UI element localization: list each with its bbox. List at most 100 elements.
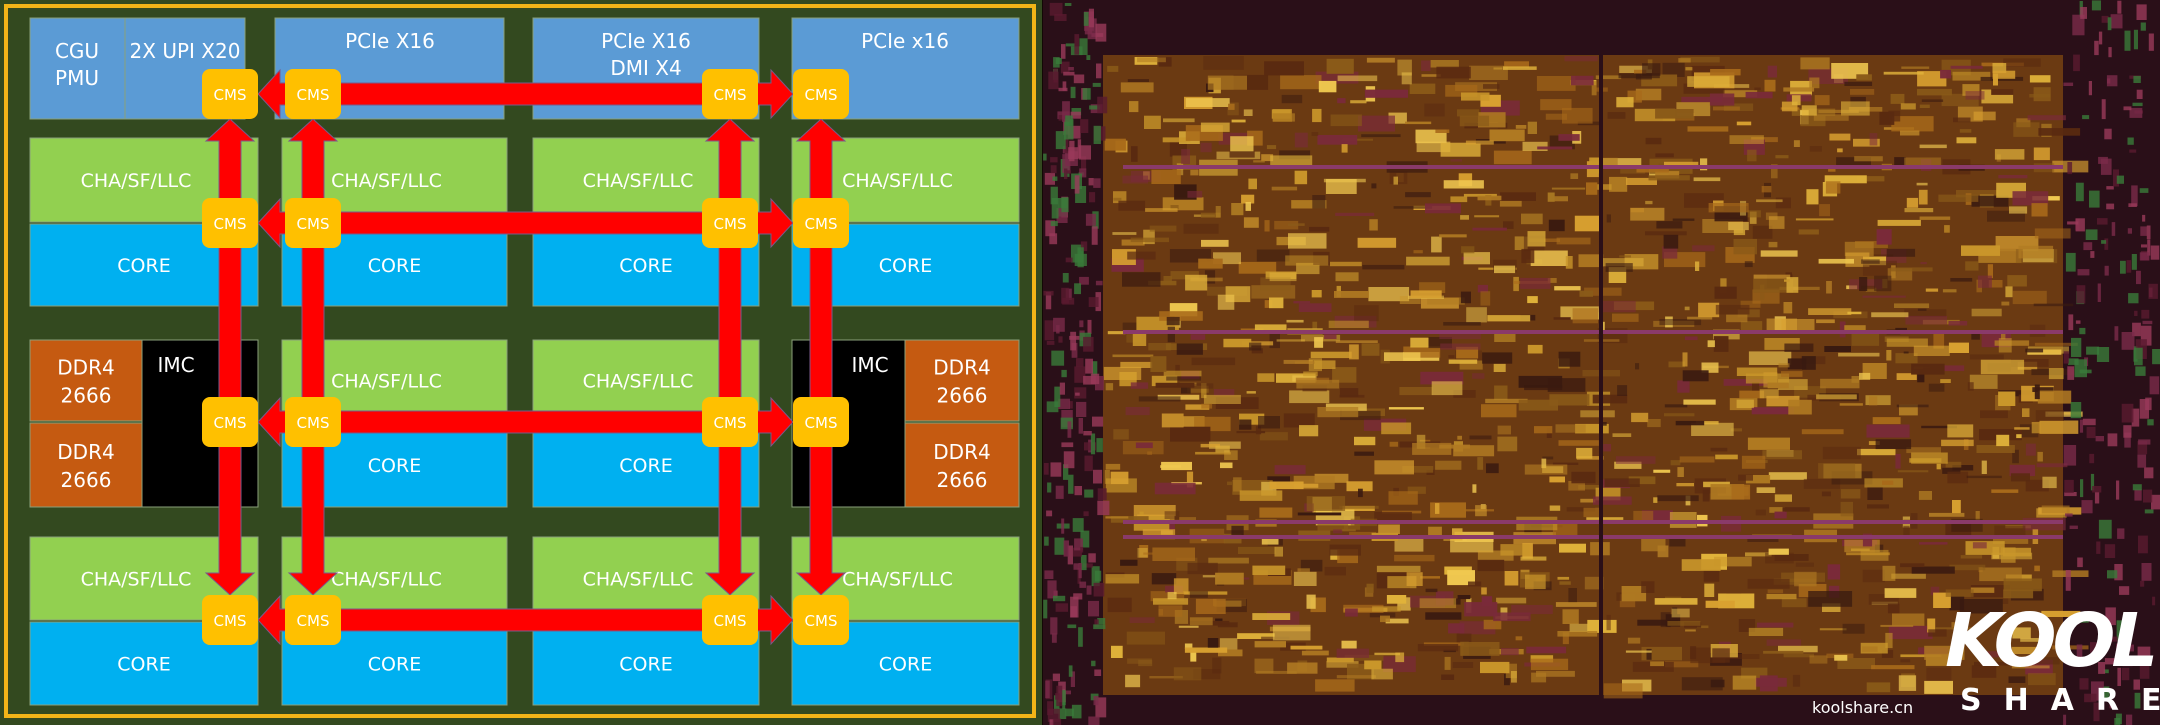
- cha-sf-llc-label: CHA/SF/LLC: [331, 170, 442, 192]
- cgu-pmu-block: [29, 17, 126, 120]
- cha-sf-llc-label: CHA/SF/LLC: [583, 569, 694, 591]
- cms-label: CMS: [805, 215, 838, 233]
- cms-label: CMS: [714, 86, 747, 104]
- cha-sf-llc-label: CHA/SF/LLC: [81, 569, 192, 591]
- cms-label: CMS: [805, 86, 838, 104]
- pmu-label: PMU: [55, 66, 99, 90]
- cms-label: CMS: [214, 86, 247, 104]
- cms-box: [202, 198, 258, 248]
- ddr4-channel: [904, 422, 1020, 508]
- cha-sf-llc-label: CHA/SF/LLC: [583, 170, 694, 192]
- cms-box: [793, 69, 849, 119]
- cha-sf-llc-label: CHA/SF/LLC: [842, 170, 953, 192]
- cms-node: CMS: [285, 198, 341, 248]
- cha-sf-llc-label: CHA/SF/LLC: [842, 569, 953, 591]
- ddr4-speed-label: 2666: [937, 384, 988, 408]
- die-bus-line: [1123, 520, 2063, 524]
- cms-node: CMS: [285, 69, 341, 119]
- cms-label: CMS: [714, 414, 747, 432]
- cms-node: CMS: [285, 397, 341, 447]
- cms-node: CMS: [702, 397, 758, 447]
- core-label: CORE: [879, 654, 932, 676]
- cms-label: CMS: [214, 215, 247, 233]
- core-label: CORE: [619, 654, 672, 676]
- cms-box: [285, 397, 341, 447]
- cms-node: CMS: [202, 198, 258, 248]
- core-label: CORE: [117, 255, 170, 277]
- cms-box: [702, 595, 758, 645]
- ddr4-speed-label: 2666: [61, 468, 112, 492]
- cms-label: CMS: [714, 215, 747, 233]
- cms-node: CMS: [793, 198, 849, 248]
- cha-sf-llc-label: CHA/SF/LLC: [331, 569, 442, 591]
- cms-label: CMS: [805, 612, 838, 630]
- cms-label: CMS: [214, 414, 247, 432]
- cms-box: [202, 69, 258, 119]
- cms-box: [793, 198, 849, 248]
- die-bus-line: [1123, 165, 2063, 169]
- mesh-interconnect: [204, 68, 847, 646]
- core-label: CORE: [619, 255, 672, 277]
- upi-label: 2X UPI X20: [130, 39, 241, 63]
- package-border: [4, 4, 1036, 718]
- core-block: [281, 621, 508, 706]
- die-center-line: [1599, 55, 1603, 695]
- cms-label: CMS: [297, 414, 330, 432]
- core-label: CORE: [368, 255, 421, 277]
- cms-node: CMS: [702, 198, 758, 248]
- ddr4-label: DDR4: [57, 356, 114, 380]
- koolshare-logo-subtitle: SHARE: [1960, 683, 2160, 718]
- site-watermark: koolshare.cn: [1812, 698, 1914, 717]
- core-label: CORE: [117, 654, 170, 676]
- cms-box: [702, 198, 758, 248]
- cms-label: CMS: [214, 612, 247, 630]
- ddr4-label: DDR4: [57, 440, 114, 464]
- die-bus-line: [1123, 535, 2063, 539]
- die-photo: [1043, 0, 2160, 725]
- cms-label: CMS: [297, 86, 330, 104]
- dmi-label: DMI X4: [610, 56, 681, 80]
- ddr4-label: DDR4: [933, 356, 990, 380]
- cms-node: CMS: [202, 69, 258, 119]
- cms-label: CMS: [297, 612, 330, 630]
- ddr4-channel: [904, 339, 1020, 422]
- cms-box: [702, 397, 758, 447]
- cms-node: CMS: [202, 595, 258, 645]
- ddr4-speed-label: 2666: [937, 468, 988, 492]
- cms-box: [285, 69, 341, 119]
- cms-node: CMS: [285, 595, 341, 645]
- core-label: CORE: [368, 455, 421, 477]
- cha-sf-llc-label: CHA/SF/LLC: [81, 170, 192, 192]
- pcie-label: PCIe x16: [861, 29, 949, 53]
- imc-label: IMC: [157, 353, 194, 377]
- cms-node: CMS: [793, 397, 849, 447]
- die-bus-line: [1123, 330, 2063, 334]
- die-texture: [1043, 0, 2160, 725]
- cms-box: [793, 397, 849, 447]
- cms-box: [285, 595, 341, 645]
- cgu-label: CGU: [55, 39, 99, 63]
- cms-label: CMS: [805, 414, 838, 432]
- cms-node: CMS: [793, 69, 849, 119]
- cms-label: CMS: [714, 612, 747, 630]
- cms-node: CMS: [702, 595, 758, 645]
- pcie-label: PCIe X16: [601, 29, 691, 53]
- cha-sf-llc-label: CHA/SF/LLC: [331, 371, 442, 393]
- cms-label: CMS: [297, 215, 330, 233]
- cms-box: [202, 595, 258, 645]
- core-label: CORE: [619, 455, 672, 477]
- cms-box: [202, 397, 258, 447]
- cms-box: [702, 69, 758, 119]
- core-label: CORE: [879, 255, 932, 277]
- core-label: CORE: [368, 654, 421, 676]
- pcie-label: PCIe X16: [345, 29, 435, 53]
- ddr4-channel: [29, 422, 143, 508]
- cms-node: CMS: [702, 69, 758, 119]
- koolshare-logo: KOOL: [1945, 598, 2159, 684]
- ddr4-speed-label: 2666: [61, 384, 112, 408]
- ddr4-channel: [29, 339, 143, 422]
- ddr4-label: DDR4: [933, 440, 990, 464]
- cms-node: CMS: [793, 595, 849, 645]
